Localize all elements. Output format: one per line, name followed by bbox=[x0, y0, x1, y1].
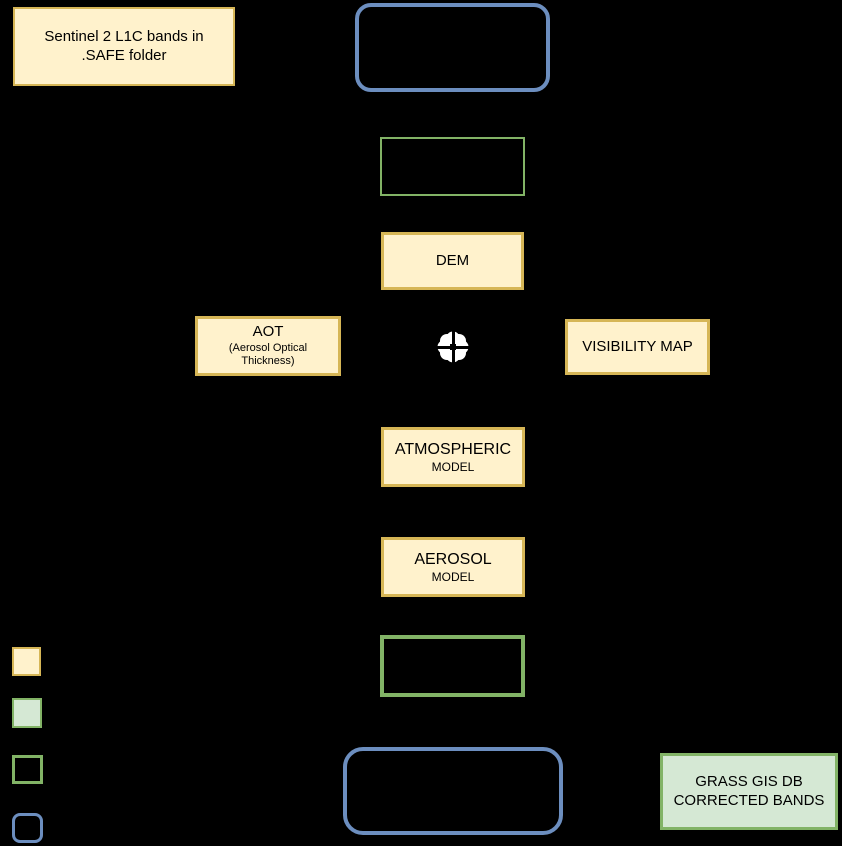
node-aerosol-title: AEROSOL bbox=[414, 550, 492, 568]
node-sentinel-line1: Sentinel 2 L1C bands in bbox=[44, 27, 204, 45]
target-crosshair-icon bbox=[434, 328, 472, 366]
node-blue-rounded-top bbox=[355, 3, 550, 92]
node-atmospheric-subtitle: MODEL bbox=[431, 459, 475, 474]
node-visibility-map: VISIBILITY MAP bbox=[565, 319, 710, 375]
legend-swatch-green-filled bbox=[12, 698, 42, 728]
node-green-outline-top bbox=[380, 137, 525, 196]
node-dem-label: DEM bbox=[435, 251, 470, 269]
node-atmospheric-model: ATMOSPHERIC MODEL bbox=[381, 427, 525, 487]
node-aot-subtitle: (Aerosol Optical Thickness) bbox=[228, 341, 308, 368]
node-dem: DEM bbox=[381, 232, 524, 290]
node-grass-line2: CORRECTED BANDS bbox=[673, 791, 825, 809]
node-blue-rounded-bottom bbox=[343, 747, 563, 835]
node-grass-gis-db: GRASS GIS DB CORRECTED BANDS bbox=[660, 753, 838, 830]
legend-swatch-green-outline bbox=[12, 755, 43, 784]
legend-swatch-blue-rounded bbox=[12, 813, 43, 843]
legend-swatch-yellow-filled bbox=[12, 647, 41, 676]
node-atmospheric-title: ATMOSPHERIC bbox=[394, 440, 512, 458]
target-icon-center-dot bbox=[450, 344, 456, 350]
node-visibility-map-label: VISIBILITY MAP bbox=[582, 337, 693, 355]
node-grass-line1: GRASS GIS DB bbox=[695, 772, 803, 790]
node-aerosol-subtitle: MODEL bbox=[431, 569, 475, 584]
node-aot-title: AOT bbox=[252, 322, 284, 340]
node-sentinel-input: Sentinel 2 L1C bands in .SAFE folder bbox=[13, 7, 235, 86]
node-aot: AOT (Aerosol Optical Thickness) bbox=[195, 316, 341, 376]
node-green-outline-bottom bbox=[380, 635, 525, 697]
node-aerosol-model: AEROSOL MODEL bbox=[381, 537, 525, 597]
node-sentinel-line2: .SAFE folder bbox=[81, 46, 167, 64]
